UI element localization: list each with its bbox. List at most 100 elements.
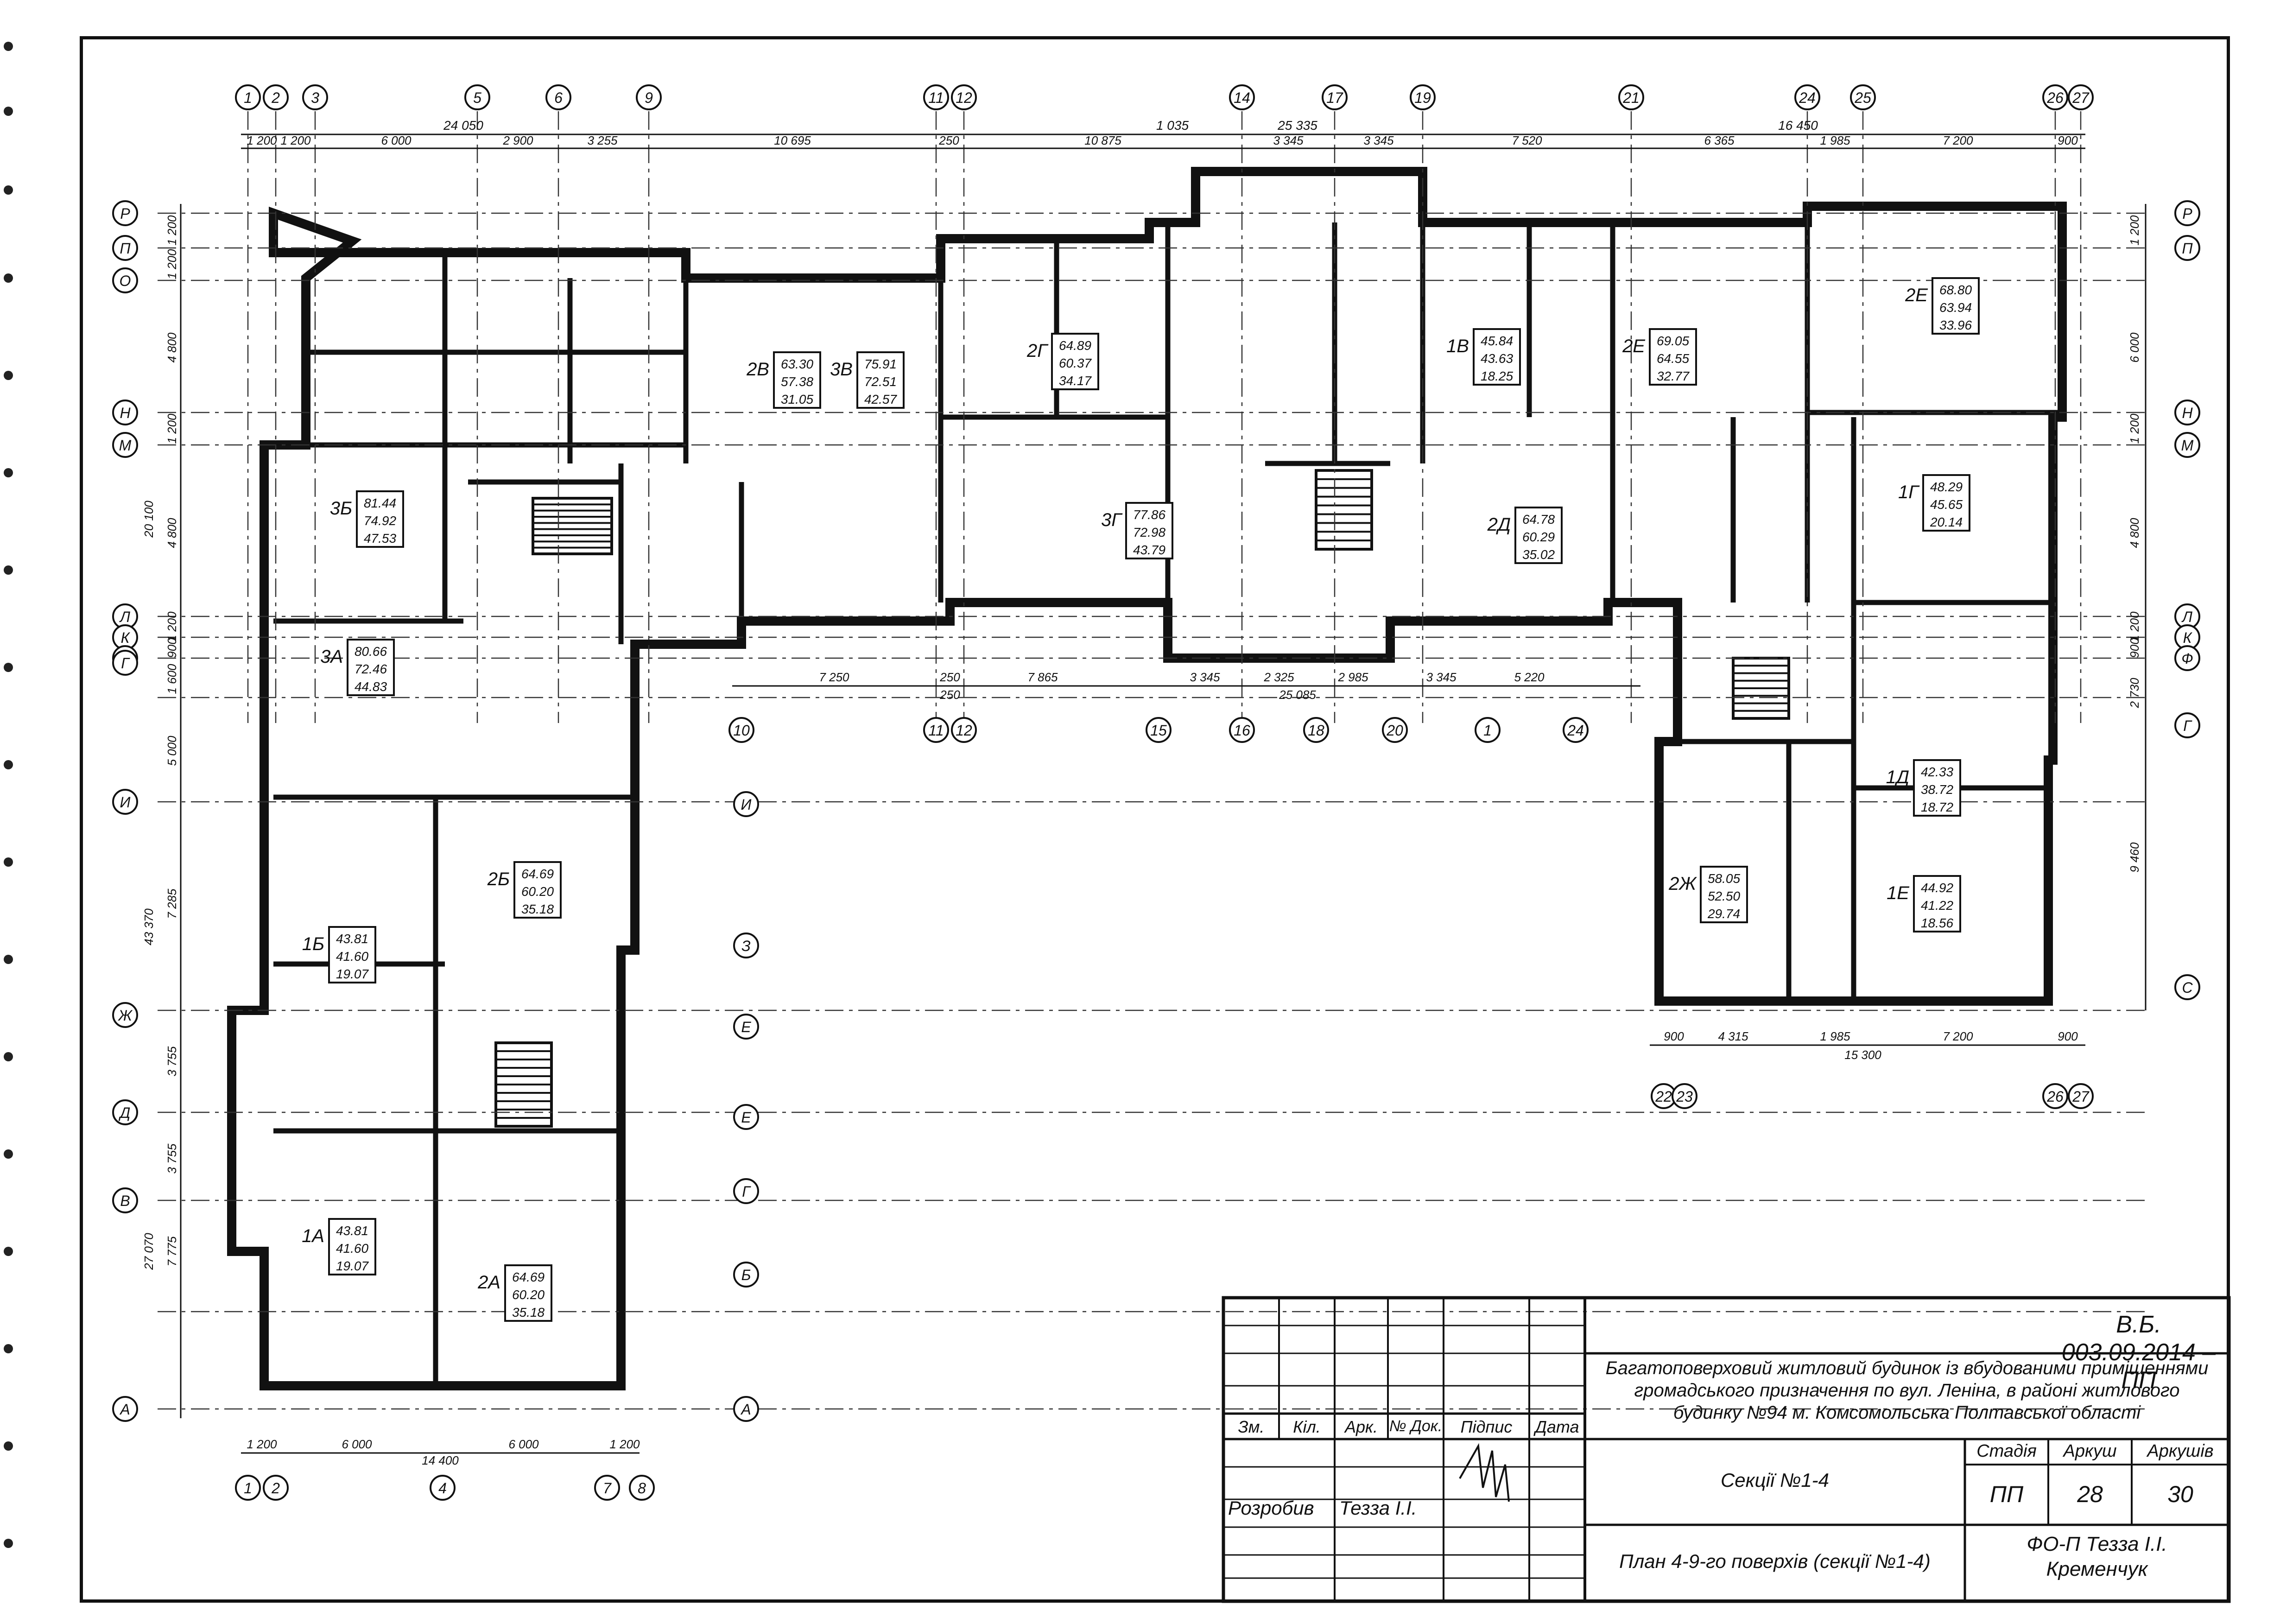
organization: ФО-П Тезза І.І. Кременчук <box>1965 1532 2229 1582</box>
apartment-area-box <box>513 861 562 919</box>
apartment-area-value: 18.56 <box>1921 916 1953 930</box>
axis-circle <box>464 84 490 110</box>
axis-circle <box>112 432 138 458</box>
axis-circle <box>545 84 571 110</box>
apartment-area-value: 72.46 <box>355 662 387 676</box>
axis-circle <box>302 84 328 110</box>
apartment-area-box <box>1649 328 1697 386</box>
apartment-id: 1Б <box>302 934 324 954</box>
apartment-area-value: 74.92 <box>364 514 396 528</box>
axis-label: 5 <box>473 89 481 106</box>
axis-label: И <box>120 794 131 811</box>
axis-label: 1 <box>244 89 252 106</box>
apartment-area-box <box>1913 759 1961 817</box>
axis-label: Е <box>741 1019 751 1035</box>
axis-circle <box>733 933 759 958</box>
axis-marker: 14 <box>1229 84 1255 110</box>
apartment-id: 3А <box>320 647 343 667</box>
axis-label: 2 <box>271 89 280 106</box>
apartment-area-value: 72.51 <box>864 374 897 389</box>
axis-circle <box>1382 717 1408 743</box>
axis-marker: 10 <box>728 717 754 743</box>
axis-circle <box>1229 84 1255 110</box>
axis-circle <box>636 84 662 110</box>
apartment-id: 2Б <box>487 869 510 889</box>
axis-label: 27 <box>2072 1088 2090 1105</box>
apartment-area-value: 18.25 <box>1481 369 1513 383</box>
axis-label: Р <box>120 205 130 222</box>
apartment-area-value: 31.05 <box>781 392 813 406</box>
axis-marker: 15 <box>1146 717 1172 743</box>
dimension-text: 6 000 <box>508 1437 539 1451</box>
axis-label: 8 <box>638 1480 646 1497</box>
apartment-area-box <box>1932 277 1980 335</box>
sheet-value: 28 <box>2077 1481 2103 1507</box>
axis-label: К <box>2183 629 2193 646</box>
apartment-area-value: 48.29 <box>1930 480 1963 494</box>
exterior-wall <box>227 167 2067 1390</box>
apartment-area-value: 45.65 <box>1930 497 1963 512</box>
axis-label: О <box>120 273 131 289</box>
axis-label: 1 <box>244 1480 252 1497</box>
axis-label: 7 <box>603 1480 612 1497</box>
axis-marker: Р <box>2174 200 2200 226</box>
header-sheet: Арк. <box>1344 1417 1378 1436</box>
stair <box>494 1041 553 1128</box>
axis-circle <box>263 84 289 110</box>
axis-circle <box>2068 84 2094 110</box>
axis-circle <box>1794 84 1820 110</box>
axis-label: 24 <box>1567 722 1584 739</box>
axis-circle <box>951 717 977 743</box>
dimension-text: 3 345 <box>1363 133 1394 147</box>
axis-circle <box>733 791 759 817</box>
axis-label: К <box>121 629 131 646</box>
apartment-id: 1А <box>302 1226 324 1246</box>
apartment-id: 2Е <box>1622 336 1646 356</box>
dimension-text: 7 865 <box>1027 670 1058 684</box>
axis-label: 11 <box>928 722 944 739</box>
dimension-text: 15 300 <box>1844 1048 1881 1062</box>
dimension-text: 25 085 <box>1279 688 1316 702</box>
dimension-text: 900 <box>2128 638 2141 658</box>
sheet-label: Аркуш <box>2063 1441 2117 1461</box>
apartment-area-value: 41.22 <box>1921 898 1953 913</box>
organization-line: Кременчук <box>2046 1558 2148 1580</box>
axis-circle <box>1618 84 1644 110</box>
axis-circle <box>733 1262 759 1288</box>
apartment-area-value: 32.77 <box>1657 369 1690 383</box>
axis-label: 12 <box>956 722 972 739</box>
apartment-area-value: 20.14 <box>1930 515 1963 529</box>
axis-circle <box>2042 84 2068 110</box>
axis-marker: 9 <box>636 84 662 110</box>
binding-hole <box>4 857 13 867</box>
axis-marker: Г <box>2174 712 2200 738</box>
axis-label: 26 <box>2046 1088 2064 1105</box>
sheets-value: 30 <box>2167 1481 2193 1507</box>
apartment-area-value: 63.30 <box>781 357 813 371</box>
axis-marker: 27 <box>2068 1083 2094 1109</box>
apartment-area-value: 38.72 <box>1921 782 1953 797</box>
stair-outline <box>1315 469 1373 551</box>
apartment-area-value: 63.94 <box>1939 300 1972 315</box>
header-change: Зм. <box>1238 1417 1265 1436</box>
binding-hole <box>4 955 13 964</box>
apartment-area-value: 58.05 <box>1708 871 1740 886</box>
dimension-text: 20 100 <box>142 501 156 538</box>
dimension-text: 27 070 <box>142 1233 156 1270</box>
axis-marker: Н <box>2174 400 2200 425</box>
dimension-text: 6 000 <box>342 1437 372 1451</box>
axis-marker: 12 <box>951 717 977 743</box>
apartment-area-box <box>1514 507 1563 564</box>
dimension-text: 1 600 <box>165 664 179 694</box>
axis-label: 12 <box>956 89 972 106</box>
organization-line: ФО-П Тезза І.І. <box>2027 1533 2167 1555</box>
dimension-text: 1 035 <box>1156 118 1189 133</box>
apartment-area-value: 35.18 <box>512 1305 545 1320</box>
axis-label: 19 <box>1414 89 1431 106</box>
